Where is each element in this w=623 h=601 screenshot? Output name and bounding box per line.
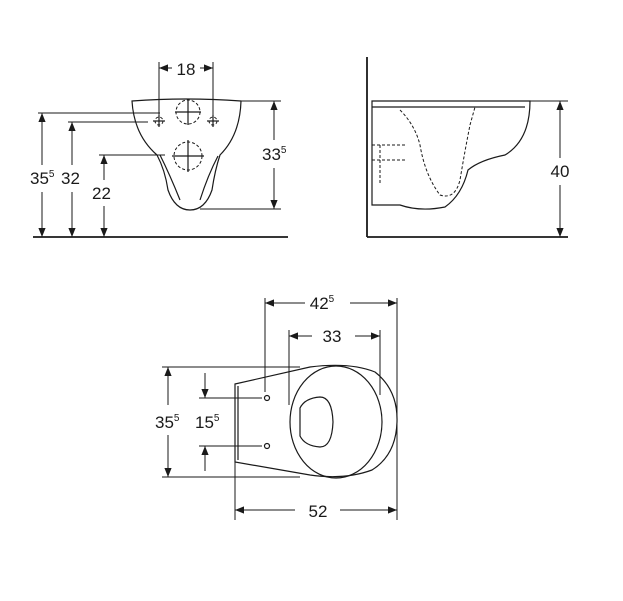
dim-bowl-height-label: 335 bbox=[262, 145, 287, 164]
dim-bolt-height-label: 32 bbox=[61, 169, 80, 188]
bolt-hole-bottom bbox=[263, 442, 271, 450]
dim-top-height-label: 355 bbox=[30, 169, 55, 188]
dim-width-label: 355 bbox=[155, 413, 180, 432]
top-view: 425 33 355 155 52 bbox=[155, 294, 398, 521]
dim-total-length-label: 52 bbox=[309, 502, 328, 521]
bolt-hole-right bbox=[207, 115, 219, 127]
toilet-top-outline bbox=[234, 364, 398, 478]
bowl-outline bbox=[131, 98, 242, 211]
dim-outlet-height-label: 22 bbox=[92, 184, 111, 203]
dim-hole-spacing-label: 18 bbox=[177, 60, 196, 79]
toilet-side-outline bbox=[371, 100, 531, 210]
front-view: 18 335 355 32 22 bbox=[30, 60, 288, 238]
bolt-hole-left bbox=[153, 115, 165, 127]
dim-side-height-label: 40 bbox=[551, 162, 570, 181]
dim-bolt-to-front-label: 425 bbox=[310, 294, 335, 313]
seat-ellipse bbox=[289, 365, 383, 479]
bowl-inner-lines bbox=[159, 154, 219, 201]
dim-seat-length-label: 33 bbox=[323, 327, 342, 346]
seat-lid bbox=[299, 396, 334, 448]
dim-bolt-spacing-label: 155 bbox=[195, 413, 220, 432]
side-view: 40 bbox=[366, 57, 570, 238]
bolt-hole-top bbox=[263, 394, 271, 402]
